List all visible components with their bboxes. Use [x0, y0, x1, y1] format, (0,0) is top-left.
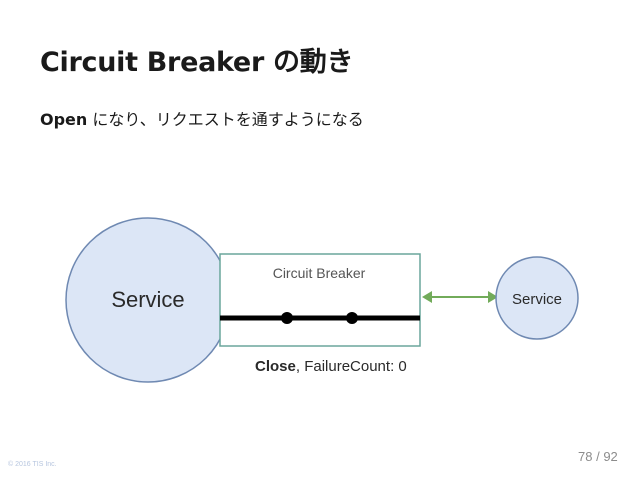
subtitle-text: になり、リクエストを通すようになる [87, 110, 364, 129]
page-current: 78 [578, 449, 593, 464]
circuit-breaker-box [219, 253, 421, 347]
status-detail: , FailureCount: 0 [296, 358, 407, 375]
arrow-head-right [488, 291, 498, 303]
circuit-breaker-label: Circuit Breaker [273, 265, 366, 281]
page-separator: / [592, 449, 604, 464]
switch-contact-right [346, 312, 358, 324]
right-service-label: Service [512, 291, 562, 308]
arrow-head-left [422, 291, 432, 303]
switch-contact-left [281, 312, 293, 324]
copyright-notice: © 2016 TIS Inc. [8, 461, 57, 468]
status-state: Close [255, 358, 296, 375]
right-service-circle [495, 256, 579, 340]
page-total: 92 [603, 449, 618, 464]
left-service-label: Service [111, 287, 184, 312]
slide-title: Circuit Breaker の動き [40, 47, 354, 78]
slide-subtitle: Open になり、リクエストを通すようになる [40, 106, 364, 130]
page-number: 78 / 92 [578, 449, 618, 464]
breaker-status: Close, FailureCount: 0 [255, 358, 407, 375]
subtitle-emphasis: Open [40, 110, 88, 129]
